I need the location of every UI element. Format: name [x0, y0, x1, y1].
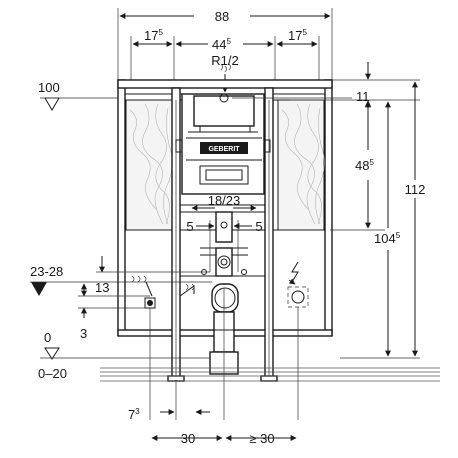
side-5-right-label: 5	[255, 219, 262, 234]
left-dimensions: 100 23-28 13 3 0 0–20	[30, 80, 212, 381]
bottom-73-label: 73	[128, 407, 140, 422]
bottom-ge-30-label: ≥ 30	[249, 431, 274, 446]
height-total-label: 112	[405, 182, 426, 197]
side-5-left-label: 5	[186, 219, 193, 234]
width-total-label: 88	[215, 9, 229, 24]
range-connection-label: 23-28	[30, 264, 63, 279]
side-left-label: 175	[144, 28, 163, 43]
floor	[100, 367, 440, 382]
height-485-label: 485	[355, 158, 374, 173]
floor-range-label: 0–20	[38, 366, 67, 381]
spacing-18-23-label: 18/23	[208, 193, 241, 208]
center-width-label: 445	[212, 37, 231, 52]
offset-13-label: 13	[95, 280, 109, 295]
floor-zero-label: 0	[44, 330, 51, 345]
bottom-dimensions: 73 30 ≥ 30	[128, 380, 297, 446]
thread-label: R1/2	[211, 53, 238, 68]
side-right-label: 175	[288, 28, 307, 43]
top-dimensions: 88 175 445 175 R1/2	[117, 8, 333, 93]
brand-logo-text: GEBERIT	[208, 146, 240, 153]
bottom-30-label: 30	[181, 431, 195, 446]
electrical-icon	[291, 261, 299, 283]
center-dimensions: 18/23 5 5	[186, 193, 263, 272]
offset-top-label: 11	[356, 89, 370, 104]
installation-frame: GEBERIT	[117, 79, 333, 420]
offset-3-label: 3	[80, 326, 87, 341]
right-dimensions: 11 485 1045 112	[232, 62, 426, 359]
height-1045-label: 1045	[374, 231, 401, 246]
height-left-label: 100	[38, 80, 60, 95]
